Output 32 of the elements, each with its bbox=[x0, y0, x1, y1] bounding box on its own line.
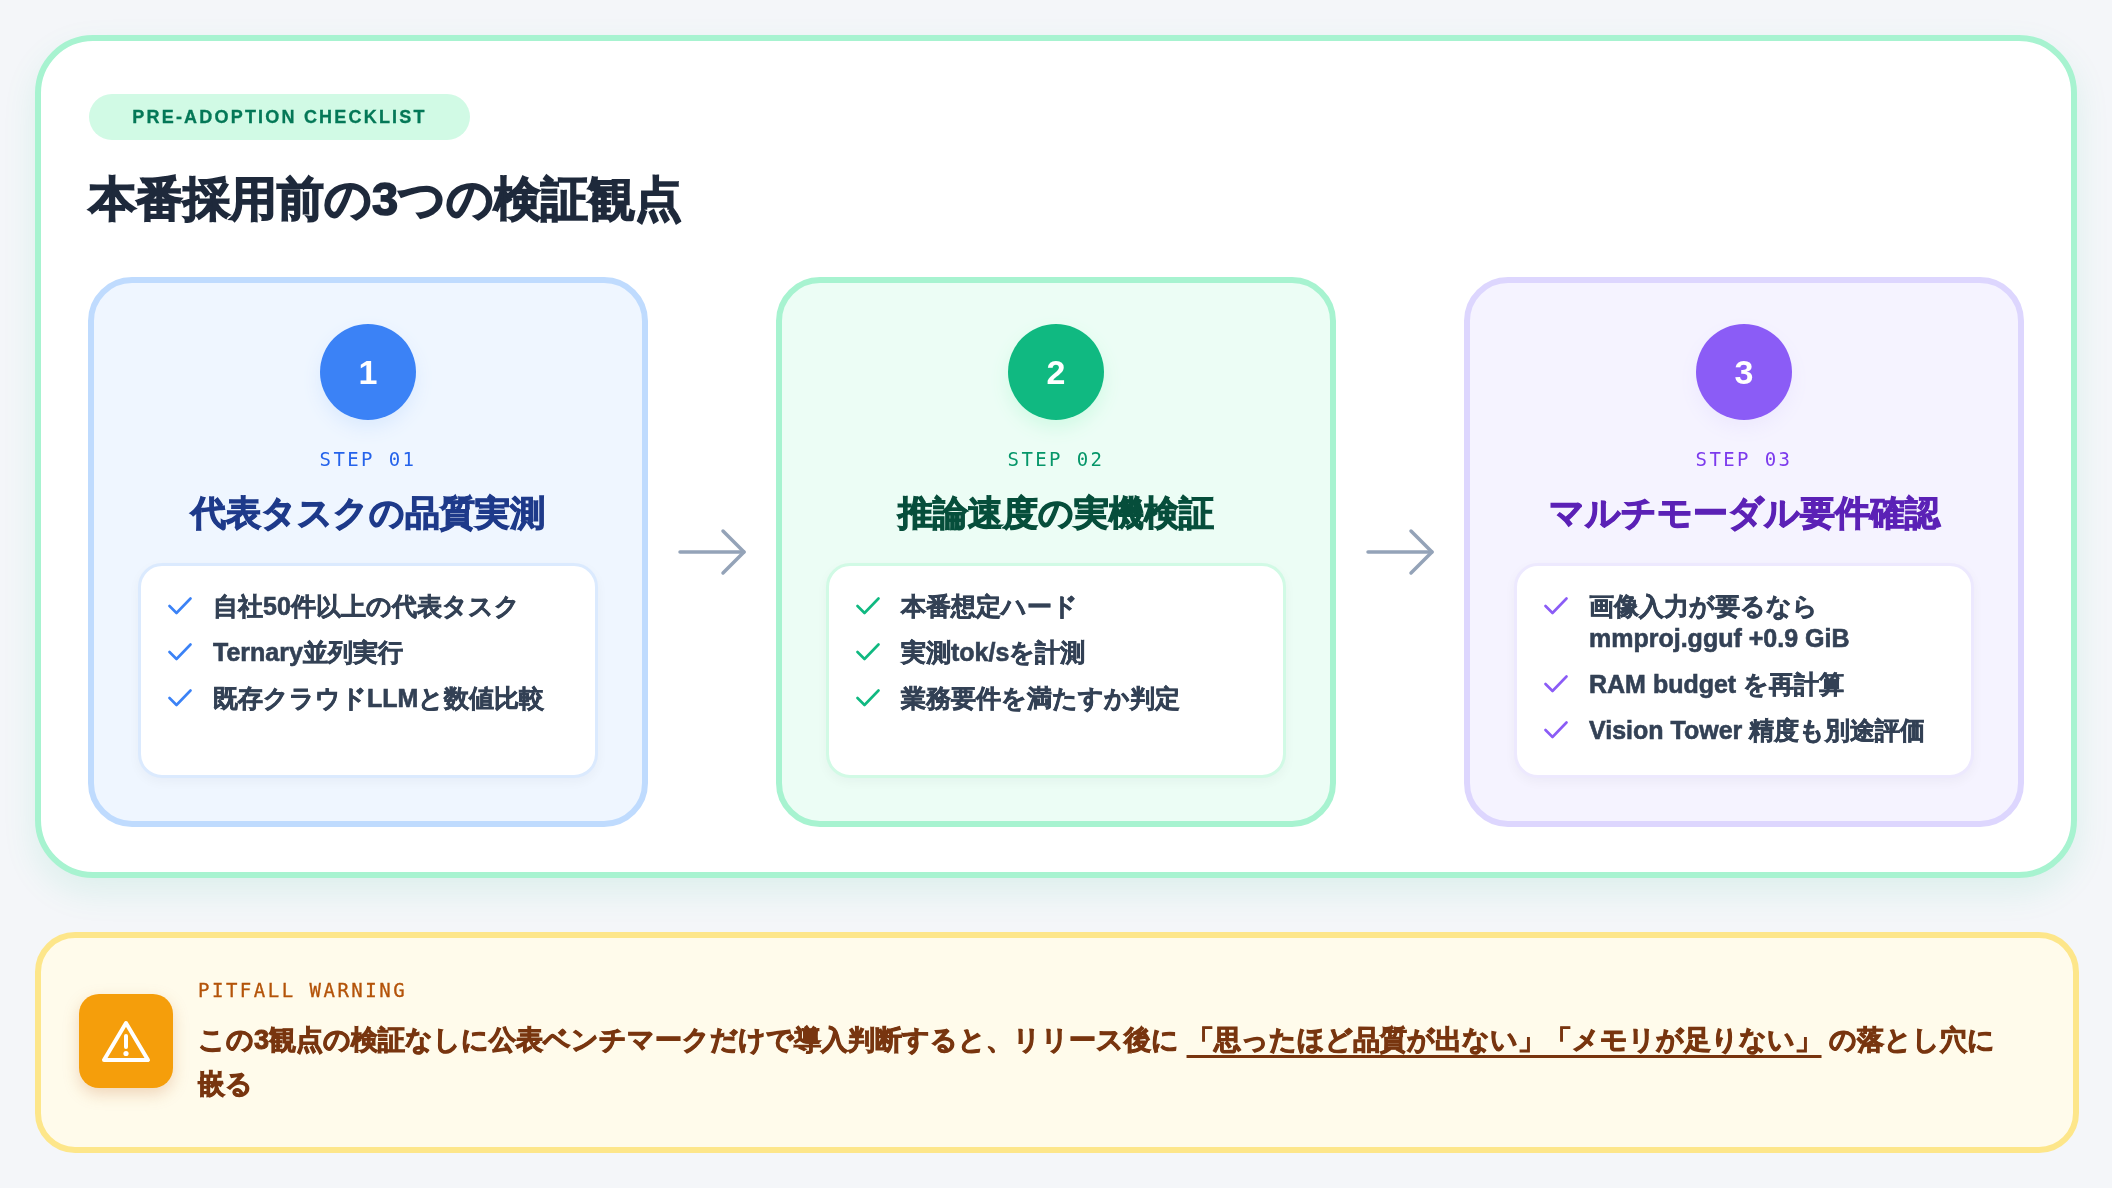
step-number-circle: 3 bbox=[1696, 324, 1792, 420]
category-badge: PRE-ADOPTION CHECKLIST bbox=[89, 94, 470, 140]
step-title: 推論速度の実機検証 bbox=[898, 492, 1214, 534]
step-title: 代表タスクの品質実測 bbox=[191, 492, 545, 534]
warning-box bbox=[35, 932, 2079, 1153]
checklist-item: 本番想定ハード bbox=[901, 591, 1079, 622]
panel-heading: 本番採用前の3つの検証観点 bbox=[89, 171, 683, 227]
warning-label: PITFALL WARNING bbox=[198, 978, 408, 1002]
checklist-panel bbox=[35, 35, 2077, 878]
checklist-item: Vision Tower 精度も別途評価 bbox=[1589, 715, 1927, 746]
checklist-box bbox=[1514, 563, 1974, 778]
checklist-item: Ternary並列実行 bbox=[213, 637, 404, 668]
checklist-item: 自社50件以上の代表タスク bbox=[213, 591, 521, 622]
step-number-circle: 2 bbox=[1008, 324, 1104, 420]
checklist-box bbox=[826, 563, 1286, 778]
step-label: STEP 03 bbox=[1695, 447, 1793, 471]
step-card bbox=[88, 277, 648, 827]
checklist-item: 画像入力が要るならmmproj.gguf +0.9 GiB bbox=[1589, 591, 1851, 654]
arrow bbox=[1366, 529, 1434, 575]
warning-text: この3観点の検証なしに公表ベンチマークだけで導入判断すると、リリース後に 「思ったほど品質が出ない」「メモリが足りない」 の落とし穴に嵌る bbox=[198, 1024, 1997, 1101]
step-label: STEP 02 bbox=[1007, 447, 1105, 471]
checklist-item: RAM budget を再計算 bbox=[1589, 669, 1846, 700]
step-label: STEP 01 bbox=[319, 447, 417, 471]
step-card bbox=[776, 277, 1336, 827]
checklist-item: 業務要件を満たすか判定 bbox=[901, 683, 1181, 714]
step-card bbox=[1464, 277, 2024, 827]
checklist-item: 実測tok/sを計測 bbox=[901, 637, 1087, 668]
step-number-circle: 1 bbox=[320, 324, 416, 420]
checklist-box bbox=[138, 563, 598, 778]
checklist-item: 既存クラウドLLMと数値比較 bbox=[213, 683, 546, 714]
arrow bbox=[678, 529, 746, 575]
step-title: マルチモーダル要件確認 bbox=[1548, 492, 1940, 534]
